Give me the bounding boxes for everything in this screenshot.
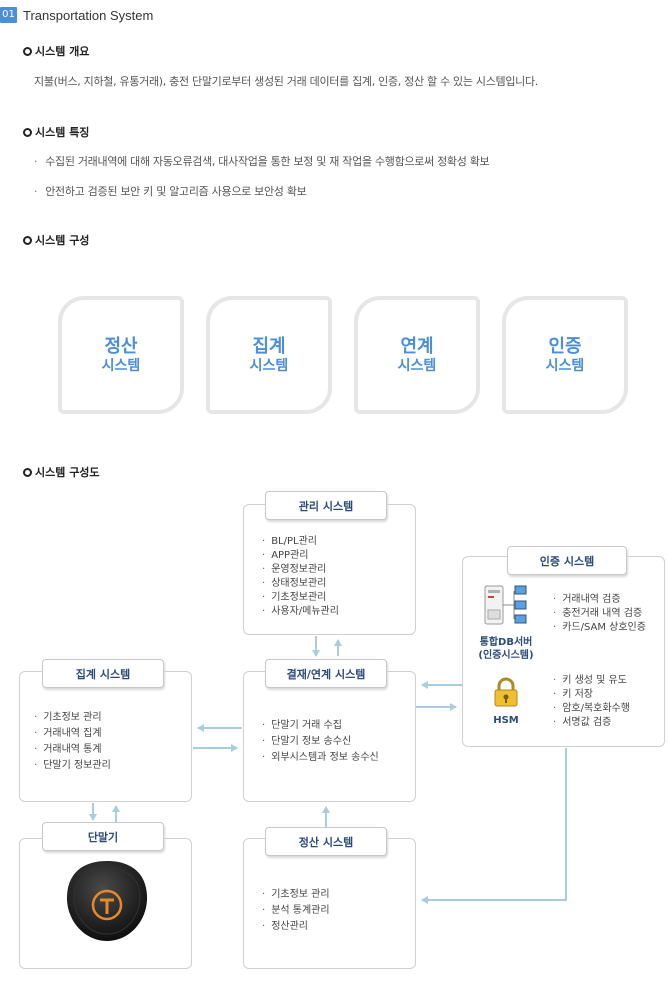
list-item: 거래내역 검증 [553,593,646,607]
list-item: 암호/복호화수행 [553,702,630,716]
list-item: 단말기 정보 송수신 [262,734,379,750]
overview-text: 지불(버스, 지하철, 유통거래), 충전 단말기로부터 생성된 거래 데이터를… [34,75,538,88]
circle-bullet-icon [23,235,32,245]
list-item: 기초정보 관리 [34,710,111,726]
overview-heading: 시스템 개요 [23,43,89,59]
terminal-device-icon [66,861,148,941]
list-item: 키 생성 및 유도 [553,674,630,688]
auth-server-items: 거래내역 검증 충전거래 내역 검증 카드/SAM 상호인증 [553,593,646,635]
auth-hsm-items: 키 생성 및 유도 키 저장 암호/복호화수행 서명값 검증 [553,674,630,730]
circle-bullet-icon [23,46,32,56]
list-item: 상태정보관리 [262,577,339,591]
tile-aggregation: 집계 시스템 [206,296,332,414]
list-item: 충전거래 내역 검증 [553,607,646,621]
auth-system-label: 인증 시스템 [507,546,627,575]
list-item: 운영정보관리 [262,563,339,577]
management-items: BL/PL관리 APP관리 운영정보관리 상태정보관리 기초정보관리 사용자/메… [262,535,339,619]
payment-items: 단말기 거래 수집 단말기 정보 송수신 외부시스템과 정보 송수신 [262,718,379,766]
payment-system-label: 결재/연계 시스템 [265,659,387,688]
server-caption: 통합DB서버 (인증시스템) [473,636,539,662]
lock-icon [494,677,518,707]
tile-title: 집계 [252,335,286,357]
settlement-system-label: 정산 시스템 [265,827,387,856]
list-item: 기초정보 관리 [262,887,329,903]
aggregation-system-label: 집계 시스템 [42,659,164,688]
overview-title: 시스템 개요 [35,45,90,58]
arrow-auth-to-settlement [421,748,567,904]
list-item: 키 저장 [553,688,630,702]
list-item: 정산관리 [262,919,330,935]
tile-title: 정산 [104,335,138,357]
list-item: 기초정보관리 [262,591,339,605]
feature-item: 수집된 거래내역에 대해 자동오류검색, 대사작업을 통한 보정 및 재 작업을… [34,153,489,169]
list-item: 단말기 거래 수집 [262,718,379,734]
list-item: APP관리 [262,549,339,563]
list-item: 거래내역 집계 [34,726,111,742]
features-heading: 시스템 특징 [23,124,89,140]
list-item: 외부시스템과 정보 송수신 [262,750,379,766]
circle-bullet-icon [23,467,32,477]
tile-subtitle: 시스템 [249,357,289,374]
features-title: 시스템 특징 [35,126,90,139]
tile-settlement: 정산 시스템 [58,296,184,414]
aggregation-items: 기초정보 관리 거래내역 집계 거래내역 통계 단말기 정보관리 [34,710,111,774]
circle-bullet-icon [23,127,32,137]
hsm-caption: HSM [493,715,519,726]
tile-subtitle: 시스템 [101,357,141,374]
diagram-heading: 시스템 구성도 [23,464,100,480]
page-header: 01 Transportation System [0,6,153,24]
terminal-label: 단말기 [42,822,164,851]
diagram-title: 시스템 구성도 [35,466,100,479]
tile-subtitle: 시스템 [545,357,585,374]
composition-heading: 시스템 구성 [23,232,89,248]
server-caption-line2: (인증시스템) [478,650,534,661]
list-item: 서명값 검증 [553,716,630,730]
server-caption-line1: 통합DB서버 [479,637,533,648]
management-system-label: 관리 시스템 [265,491,387,520]
tile-title: 인증 [548,335,582,357]
list-item: 사용자/메뉴관리 [262,605,339,619]
settlement-items: 기초정보 관리 분석 통계관리 정산관리 [262,887,330,935]
list-item: 카드/SAM 상호인증 [553,621,646,635]
server-icon [484,585,527,625]
list-item: 분석 통계관리 [262,903,329,919]
page-title: Transportation System [23,7,154,23]
composition-title: 시스템 구성 [35,234,90,247]
list-item: 단말기 정보관리 [34,758,111,774]
tile-title: 연계 [400,335,434,357]
section-number-badge: 01 [0,7,17,23]
list-item: 거래내역 통계 [34,742,111,758]
tile-integration: 연계 시스템 [354,296,480,414]
list-item: BL/PL관리 [262,535,339,549]
tile-subtitle: 시스템 [397,357,437,374]
feature-item: 안전하고 검증된 보안 키 및 알고리즘 사용으로 보안성 확보 [34,183,307,199]
tile-authentication: 인증 시스템 [502,296,628,414]
